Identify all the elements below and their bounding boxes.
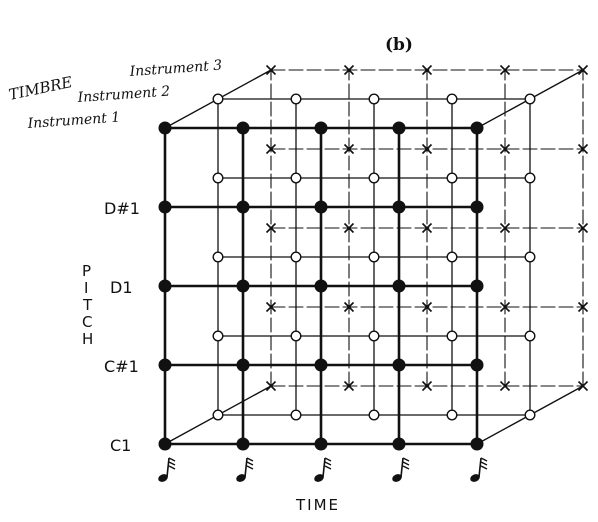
instrument-2-node	[368, 409, 380, 421]
pitch-label-d1: D1	[110, 278, 133, 297]
instrument-1-node	[470, 279, 484, 293]
instrument-2-node	[446, 409, 458, 421]
instrument-3-node	[499, 222, 511, 234]
time-axis-label: TIME	[295, 496, 340, 514]
instrument-2-label: Instrument 2	[76, 84, 171, 106]
instrument-1-node	[236, 358, 250, 372]
music-note-icon	[158, 457, 176, 482]
instrument-3-node	[577, 222, 589, 234]
time-note-icons	[158, 457, 488, 482]
instrument-3-node	[265, 380, 277, 392]
pitch-axis-letter-h: H	[82, 330, 93, 348]
instrument-3-node	[499, 143, 511, 155]
instrument-1-node	[392, 279, 406, 293]
instrument-1-node	[392, 121, 406, 135]
instrument-3-node	[499, 64, 511, 76]
lattice-nodes	[158, 64, 589, 451]
instrument-1-node	[470, 358, 484, 372]
pitch-axis-letter-t: T	[82, 296, 93, 314]
instrument-1-label: Instrument 1	[26, 110, 121, 132]
music-note-icon	[314, 457, 332, 482]
instrument-3-node	[499, 301, 511, 313]
music-note-icon	[236, 457, 254, 482]
instrument-3-node	[577, 143, 589, 155]
instrument-2-node	[212, 330, 224, 342]
instrument-1-node	[470, 437, 484, 451]
instrument-1-node	[158, 200, 172, 214]
pitch-label-c-sharp-1: C#1	[104, 357, 139, 376]
instrument-3-node	[343, 380, 355, 392]
instrument-1-node	[236, 437, 250, 451]
instrument-2-node	[524, 251, 536, 263]
pitch-axis-letter-i: I	[84, 279, 88, 297]
instrument-1-node	[158, 358, 172, 372]
instrument-1-node	[392, 358, 406, 372]
instrument-1-node	[158, 437, 172, 451]
instrument-1-node	[392, 200, 406, 214]
instrument-1-node	[158, 279, 172, 293]
instrument-3-node	[343, 143, 355, 155]
instrument-2-node	[524, 93, 536, 105]
instrument-2-node	[446, 93, 458, 105]
instrument-1-node	[236, 200, 250, 214]
instrument-3-node	[265, 143, 277, 155]
instrument-1-node	[392, 437, 406, 451]
instrument-3-node	[421, 222, 433, 234]
instrument-3-node	[577, 64, 589, 76]
instrument-3-label: Instrument 3	[128, 58, 223, 80]
music-note-icon	[470, 457, 488, 482]
instrument-1-node	[314, 437, 328, 451]
instrument-3-node	[421, 301, 433, 313]
instrument-3-node	[421, 380, 433, 392]
timbre-axis-label: TIMBRE	[7, 73, 74, 104]
instrument-3-node	[343, 301, 355, 313]
instrument-2-node	[290, 330, 302, 342]
pitch-label-c1: C1	[110, 436, 131, 455]
instrument-2-node	[290, 251, 302, 263]
instrument-2-node	[212, 172, 224, 184]
instrument-2-node	[290, 409, 302, 421]
pitch-axis-letter-c: C	[82, 313, 92, 331]
instrument-2-node	[212, 251, 224, 263]
music-note-icon	[392, 457, 410, 482]
instrument-2-node	[524, 330, 536, 342]
instrument-3-node	[265, 301, 277, 313]
instrument-2-node	[446, 330, 458, 342]
instrument-1-node	[470, 121, 484, 135]
instrument-1-node	[314, 121, 328, 135]
instrument-1-node	[236, 279, 250, 293]
pitch-axis-letter-p: P	[82, 262, 91, 280]
instrument-3-node	[265, 64, 277, 76]
instrument-2-node	[212, 409, 224, 421]
instrument-2-node	[524, 172, 536, 184]
instrument-2-node	[368, 330, 380, 342]
instrument-2-node	[290, 172, 302, 184]
instrument-3-node	[499, 380, 511, 392]
instrument-2-node	[212, 93, 224, 105]
instrument-2-node	[290, 93, 302, 105]
instrument-3-node	[577, 301, 589, 313]
instrument-1-node	[314, 279, 328, 293]
instrument-1-node	[158, 121, 172, 135]
instrument-2-node	[368, 251, 380, 263]
instrument-3-node	[343, 222, 355, 234]
instrument-2-node	[524, 409, 536, 421]
pitch-label-d-sharp-1: D#1	[104, 199, 140, 218]
instrument-2-node	[446, 172, 458, 184]
instrument-1-node	[314, 200, 328, 214]
instrument-1-node	[236, 121, 250, 135]
instrument-3-node	[265, 222, 277, 234]
instrument-2-node	[368, 93, 380, 105]
instrument-1-node	[470, 200, 484, 214]
instrument-2-node	[368, 172, 380, 184]
instrument-2-node	[446, 251, 458, 263]
instrument-3-node	[421, 64, 433, 76]
instrument-3-node	[343, 64, 355, 76]
instrument-3-node	[577, 380, 589, 392]
panel-label: (b)	[385, 35, 413, 55]
instrument-3-node	[421, 143, 433, 155]
instrument-1-node	[314, 358, 328, 372]
